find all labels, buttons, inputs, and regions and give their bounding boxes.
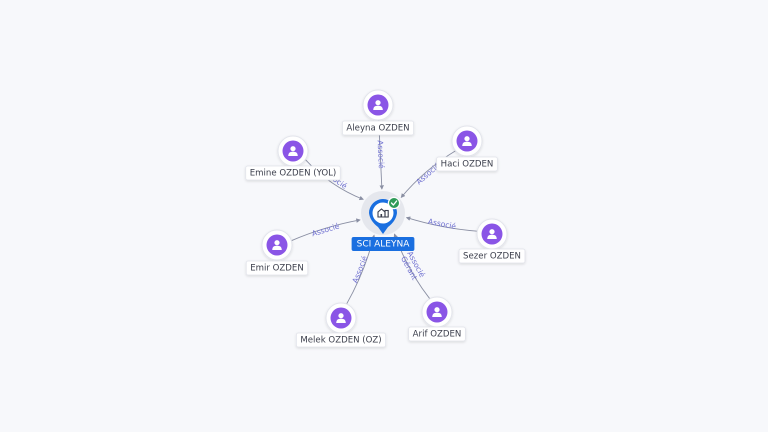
person-node-sezer[interactable]: Sezer OZDEN <box>458 218 526 264</box>
person-icon <box>336 313 346 323</box>
edge-label: Associé <box>376 140 386 169</box>
person-label-bg <box>436 156 498 172</box>
person-icon <box>487 229 497 239</box>
edge-line <box>291 218 361 242</box>
person-node-melek[interactable]: Melek OZDEN (OZ) <box>295 302 387 348</box>
edge-line <box>405 216 478 232</box>
nodes-layer: Aleyna OZDEN Haci OZDEN Sezer OZDEN Arif OZ… <box>245 89 526 348</box>
person-node-emine[interactable]: Emine OZDEN (YOL) <box>245 135 341 181</box>
edge-label: Associé <box>311 221 341 238</box>
building-icon <box>377 208 389 218</box>
edge-label: Associé <box>427 217 457 231</box>
person-node-haci[interactable]: Haci OZDEN <box>436 125 498 172</box>
person-icon <box>288 146 298 156</box>
company-pin-inner <box>372 202 394 224</box>
edge-line <box>400 150 456 198</box>
person-icon <box>432 307 442 317</box>
person-node-aleyna[interactable]: Aleyna OZDEN <box>341 89 415 136</box>
company-label-bg <box>351 237 415 251</box>
person-label-bg <box>245 165 341 181</box>
person-icon <box>462 136 472 146</box>
person-name: Emir OZDEN <box>250 264 304 274</box>
company-name: SCI ALEYNA <box>357 240 411 250</box>
edge-label: Associé <box>350 254 369 284</box>
edge-line <box>305 159 364 201</box>
person-label-bg <box>458 248 526 264</box>
person-label-bg <box>295 332 387 348</box>
person-icon <box>272 240 282 250</box>
person-node-arif[interactable]: Arif OZDEN <box>408 296 466 342</box>
person-name: Emine OZDEN (YOL) <box>250 169 337 179</box>
person-name: Aleyna OZDEN <box>346 124 409 134</box>
edge-emir: Associé <box>291 218 361 242</box>
person-name: Haci OZDEN <box>441 160 494 170</box>
person-name: Arif OZDEN <box>413 330 462 340</box>
person-label-bg <box>408 326 466 342</box>
person-node-emir[interactable]: Emir OZDEN <box>245 229 309 276</box>
person-name: Sezer OZDEN <box>463 252 521 262</box>
verified-check-icon <box>387 196 401 210</box>
person-label-bg <box>341 120 415 136</box>
person-label-bg <box>245 260 309 276</box>
person-name: Melek OZDEN (OZ) <box>300 336 381 346</box>
person-icon <box>373 100 383 110</box>
edge-sezer: Associé <box>405 216 478 232</box>
company-node[interactable]: SCI ALEYNA <box>351 191 415 251</box>
